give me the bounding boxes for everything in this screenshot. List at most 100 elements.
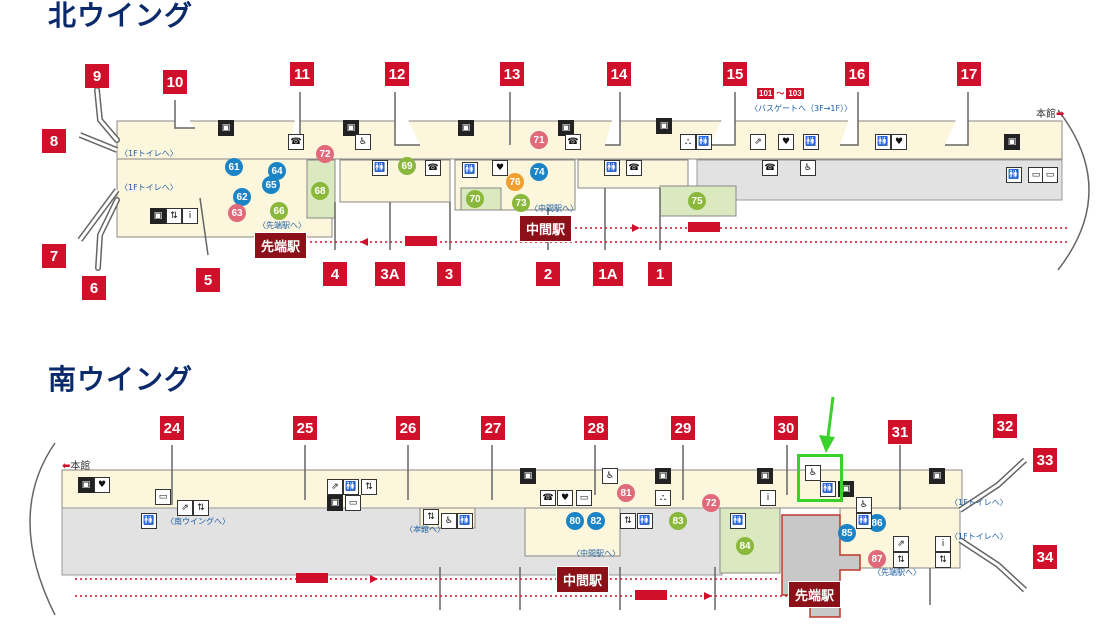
south-toilet-label-2: 〈1Fトイレへ〉 <box>950 532 1008 541</box>
shop-icon: ▣ <box>520 468 536 484</box>
gate-7: 7 <box>42 244 66 268</box>
gate-4: 4 <box>323 262 347 286</box>
elevator-icon: ⇅ <box>935 552 951 568</box>
gate-3a: 3A <box>375 262 405 286</box>
phone-icon: ☎ <box>626 160 642 176</box>
escalator-icon: ⇗ <box>893 536 909 552</box>
poi-64: 64 <box>268 162 286 180</box>
highlight-box <box>797 454 843 502</box>
poi-62: 62 <box>233 188 251 206</box>
gate-24: 24 <box>160 416 184 440</box>
restroom-icon: 🚻 <box>604 160 620 176</box>
nursing-icon: ♿ <box>441 513 457 529</box>
restroom-icon: 🚻 <box>696 134 712 150</box>
poi-86: 86 <box>868 514 886 532</box>
north-to-chukan-label: 〈中間駅へ〉 <box>530 204 578 213</box>
south-toilet-label-1: 〈1Fトイレへ〉 <box>950 498 1008 507</box>
shop-icon: ▣ <box>655 468 671 484</box>
gate-12: 12 <box>385 62 409 86</box>
north-wing-title: 北ウイング <box>48 0 194 32</box>
poi-82: 82 <box>587 512 605 530</box>
gate-3: 3 <box>437 262 461 286</box>
aed-icon: ♥ <box>778 134 794 150</box>
poi-71: 71 <box>530 131 548 149</box>
restroom-icon: 🚻 <box>856 513 872 529</box>
elevator-icon: ⇅ <box>620 513 636 529</box>
gate-32: 32 <box>993 414 1017 438</box>
gate-28: 28 <box>584 416 608 440</box>
escalator-icon: ⇗ <box>327 479 343 495</box>
shop-icon: ▭ <box>345 495 361 511</box>
poi-73: 73 <box>512 194 530 212</box>
north-bus-gate-label: 〈バスゲートへ（3F→1F）〉 <box>750 104 853 113</box>
aed-icon: ♥ <box>557 490 573 506</box>
restroom-icon: 🚻 <box>820 481 836 497</box>
poi-81: 81 <box>617 484 635 502</box>
poi-74: 74 <box>530 163 548 181</box>
gate-1a: 1A <box>593 262 623 286</box>
poi-61: 61 <box>225 158 243 176</box>
south-to-chukan-label: 〈中間駅へ〉 <box>572 549 620 558</box>
poi-66: 66 <box>270 202 288 220</box>
bus-gate-range: 101〜103 <box>757 88 804 99</box>
restroom-icon: 🚻 <box>730 513 746 529</box>
shop-icon: ▣ <box>1004 134 1020 150</box>
poi-68: 68 <box>311 182 329 200</box>
elevator-icon: ⇅ <box>361 479 377 495</box>
poi-69: 69 <box>398 157 416 175</box>
shop-icon: ▣ <box>150 208 166 224</box>
elevator-icon: ⇅ <box>166 208 182 224</box>
gate-1: 1 <box>648 262 672 286</box>
poi-80: 80 <box>566 512 584 530</box>
poi-63: 63 <box>228 204 246 222</box>
highlight-arrow-icon <box>819 396 835 453</box>
north-sentan-station: 先端駅 <box>254 232 308 259</box>
phone-icon: ☎ <box>762 160 778 176</box>
gate-6: 6 <box>82 276 106 300</box>
restroom-icon: 🚻 <box>875 134 891 150</box>
phone-icon: ☎ <box>425 160 441 176</box>
elevator-icon: ⇅ <box>893 552 909 568</box>
restroom-icon: 🚻 <box>1006 167 1022 183</box>
baby-icon: ♿ <box>800 160 816 176</box>
poi-83: 83 <box>669 512 687 530</box>
aed-icon: ♥ <box>891 134 907 150</box>
info-icon: i <box>182 208 198 224</box>
aed-icon: ♥ <box>94 477 110 493</box>
gate-9: 9 <box>85 64 109 88</box>
gate-26: 26 <box>396 416 420 440</box>
escalator-icon: ⇗ <box>177 500 193 516</box>
north-honkan-label: 本館➡ <box>1036 109 1065 120</box>
poi-70: 70 <box>466 190 484 208</box>
elevator-icon: ⇅ <box>193 500 209 516</box>
restroom-icon: 🚻 <box>141 513 157 529</box>
shop-icon: ▣ <box>929 468 945 484</box>
elevator-icon: ⇅ <box>423 509 439 525</box>
restroom-icon: 🚻 <box>803 134 819 150</box>
poi-72-north: 72 <box>316 145 334 163</box>
south-to-south-wing-label: 〈南ウイングへ〉 <box>166 517 230 526</box>
shop-icon: ▣ <box>218 120 234 136</box>
smoking-icon: ⛬ <box>655 490 671 506</box>
north-to-sentan-label: 〈先端駅へ〉 <box>258 221 306 230</box>
shop-icon: ▣ <box>343 120 359 136</box>
gate-13: 13 <box>500 62 524 86</box>
phone-icon: ☎ <box>288 134 304 150</box>
restroom-icon: 🚻 <box>637 513 653 529</box>
gate-2: 2 <box>536 262 560 286</box>
gate-8: 8 <box>42 129 66 153</box>
gate-34: 34 <box>1033 545 1057 569</box>
gate-11: 11 <box>290 62 314 86</box>
baby-icon: ♿ <box>602 468 618 484</box>
restroom-icon: 🚻 <box>372 160 388 176</box>
north-toilet-label-1: 〈1Fトイレへ〉 <box>120 149 178 158</box>
north-toilet-label-2: 〈1Fトイレへ〉 <box>120 183 178 192</box>
nursing-icon: ♿ <box>856 497 872 513</box>
restroom-icon: 🚻 <box>343 479 359 495</box>
baby-icon: ♿ <box>805 465 821 481</box>
poi-75: 75 <box>688 192 706 210</box>
phone-icon: ☎ <box>565 134 581 150</box>
aed-icon: ♥ <box>492 160 508 176</box>
poi-84: 84 <box>736 537 754 555</box>
info-icon: i <box>760 490 776 506</box>
